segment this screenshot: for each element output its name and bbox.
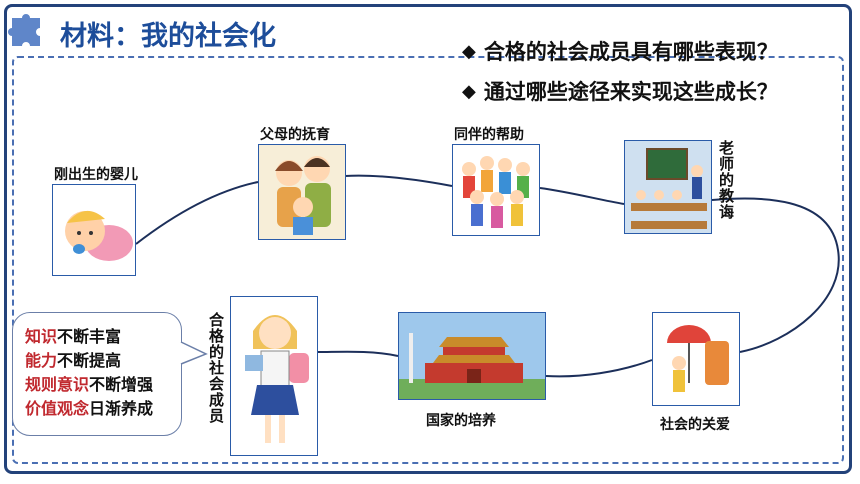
baby-illustration	[53, 185, 135, 275]
card-teacher	[624, 140, 712, 234]
page-title: 材料：我的社会化	[54, 14, 282, 53]
diamond-bullet-icon: ◆	[462, 40, 476, 62]
label-newborn: 刚出生的婴儿	[54, 167, 138, 183]
quality-item: 能力不断提高	[25, 351, 122, 370]
card-nation	[398, 312, 546, 400]
label-peers: 同伴的帮助	[454, 127, 524, 143]
label-member: 合格的社会成员	[207, 312, 225, 424]
umbrella-care-illustration	[653, 313, 739, 405]
question-2: ◆ 通过哪些途径来实现这些成长？	[462, 76, 778, 106]
inner-dashed-frame	[12, 56, 844, 464]
puzzle-icon	[8, 14, 40, 46]
children-group-illustration	[453, 145, 539, 235]
card-peers	[452, 144, 540, 236]
quality-item: 规则意识不断增强	[25, 375, 154, 394]
card-member	[230, 296, 318, 456]
label-teacher: 老师的教诲	[717, 140, 735, 220]
label-society: 社会的关爱	[660, 417, 730, 433]
card-newborn	[52, 184, 136, 276]
question-1: ◆ 合格的社会成员具有哪些表现？	[462, 36, 778, 66]
quality-item: 知识不断丰富	[25, 327, 122, 346]
bubble-tail	[180, 341, 208, 365]
family-illustration	[259, 145, 345, 239]
tiananmen-illustration	[399, 313, 545, 399]
quality-item: 价值观念日渐养成	[25, 399, 154, 418]
student-girl-illustration	[231, 297, 317, 455]
label-parents: 父母的抚育	[260, 127, 330, 143]
classroom-illustration	[625, 141, 711, 233]
label-nation: 国家的培养	[426, 413, 496, 429]
question-2-text: 通过哪些途径来实现这些成长？	[483, 80, 778, 104]
card-society	[652, 312, 740, 406]
qualities-bubble: 知识不断丰富 能力不断提高 规则意识不断增强 价值观念日渐养成	[12, 312, 182, 436]
outer-frame	[4, 4, 852, 474]
diamond-bullet-icon: ◆	[462, 80, 476, 102]
card-parents	[258, 144, 346, 240]
question-1-text: 合格的社会成员具有哪些表现？	[483, 40, 778, 64]
